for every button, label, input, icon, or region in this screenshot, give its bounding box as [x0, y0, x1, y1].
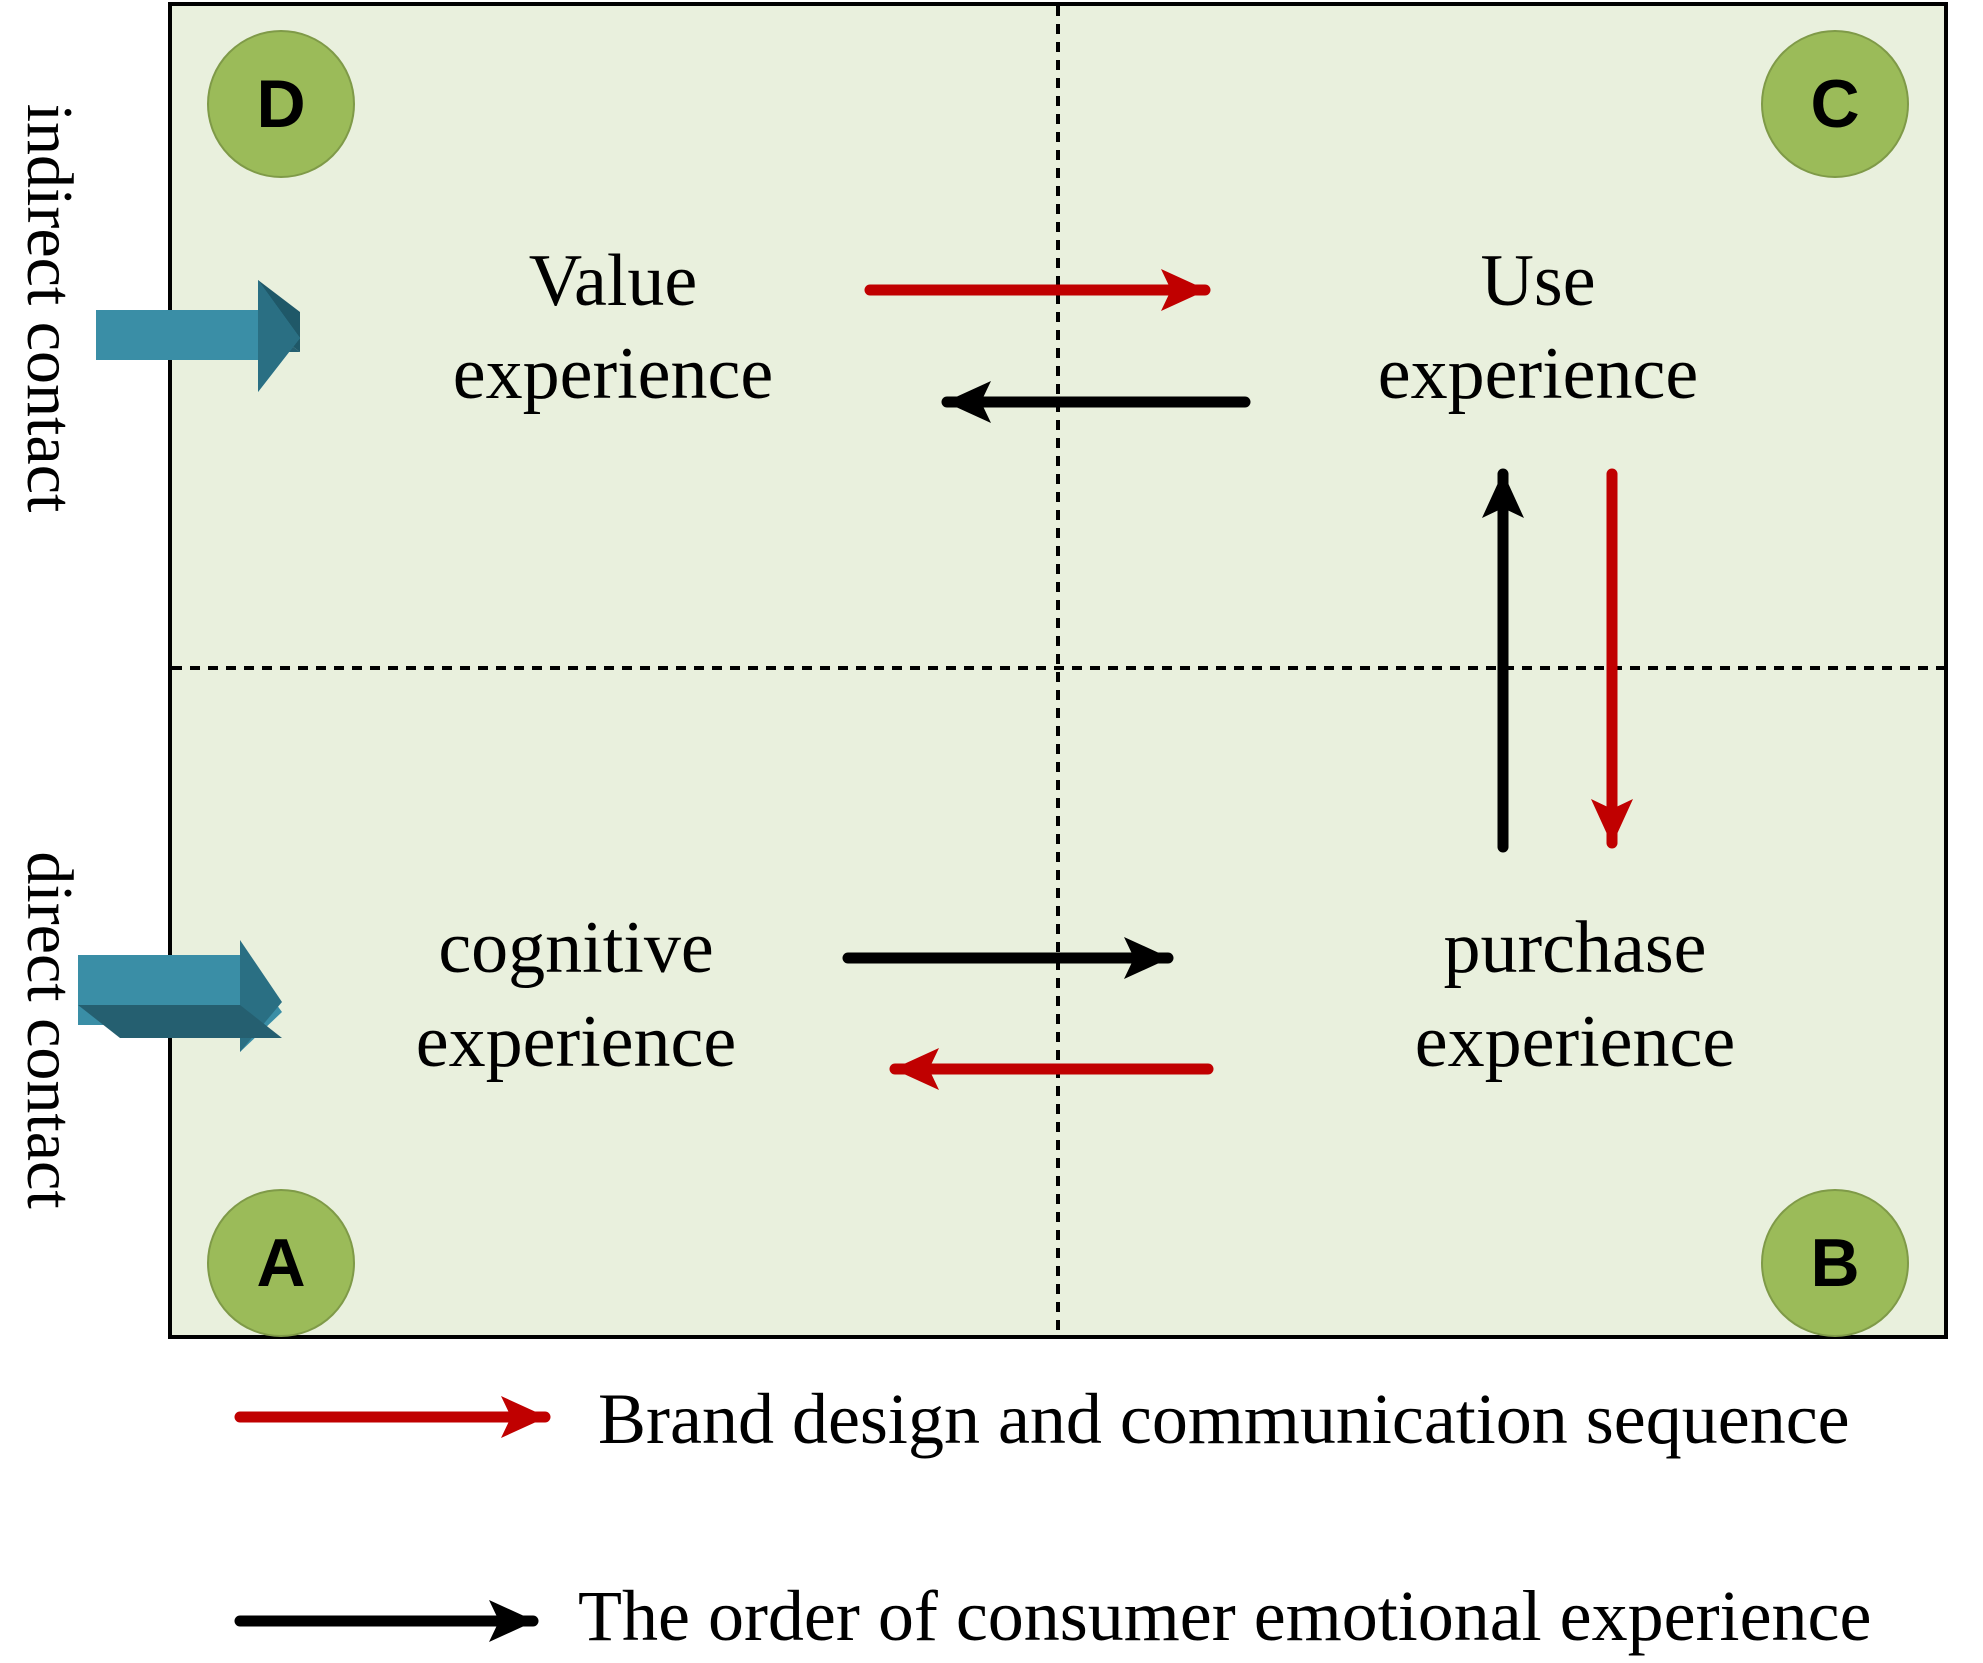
corner-a: A: [207, 1189, 355, 1337]
purchase-experience-line1: purchase: [1444, 907, 1707, 989]
corner-d-label: D: [256, 66, 305, 142]
use-experience-line1: Use: [1480, 240, 1595, 322]
matrix-panel: [168, 2, 1948, 1339]
legend: Brand design and communication sequence …: [234, 1379, 1871, 1656]
indirect-contact-label: indirect contact: [13, 104, 86, 513]
value-experience-line1: Value: [529, 240, 698, 322]
corner-b: B: [1761, 1189, 1909, 1337]
value-experience-line2: experience: [453, 333, 773, 415]
corner-c-label: C: [1810, 66, 1859, 142]
direct-contact-label: direct contact: [13, 851, 86, 1208]
corner-a-label: A: [256, 1225, 305, 1301]
corner-c: C: [1761, 30, 1909, 178]
corner-b-label: B: [1810, 1225, 1859, 1301]
corner-d: D: [207, 30, 355, 178]
direct-contact-arrow: [78, 940, 282, 1052]
indirect-contact-arrow: [96, 280, 300, 392]
cognitive-experience-line1: cognitive: [438, 907, 713, 989]
use-experience-line2: experience: [1378, 333, 1698, 415]
legend-consumer-label: The order of consumer emotional experien…: [578, 1576, 1871, 1656]
purchase-experience-line2: experience: [1415, 1001, 1735, 1083]
cognitive-experience-line2: experience: [416, 1001, 736, 1083]
legend-brand-label: Brand design and communication sequence: [598, 1379, 1850, 1459]
